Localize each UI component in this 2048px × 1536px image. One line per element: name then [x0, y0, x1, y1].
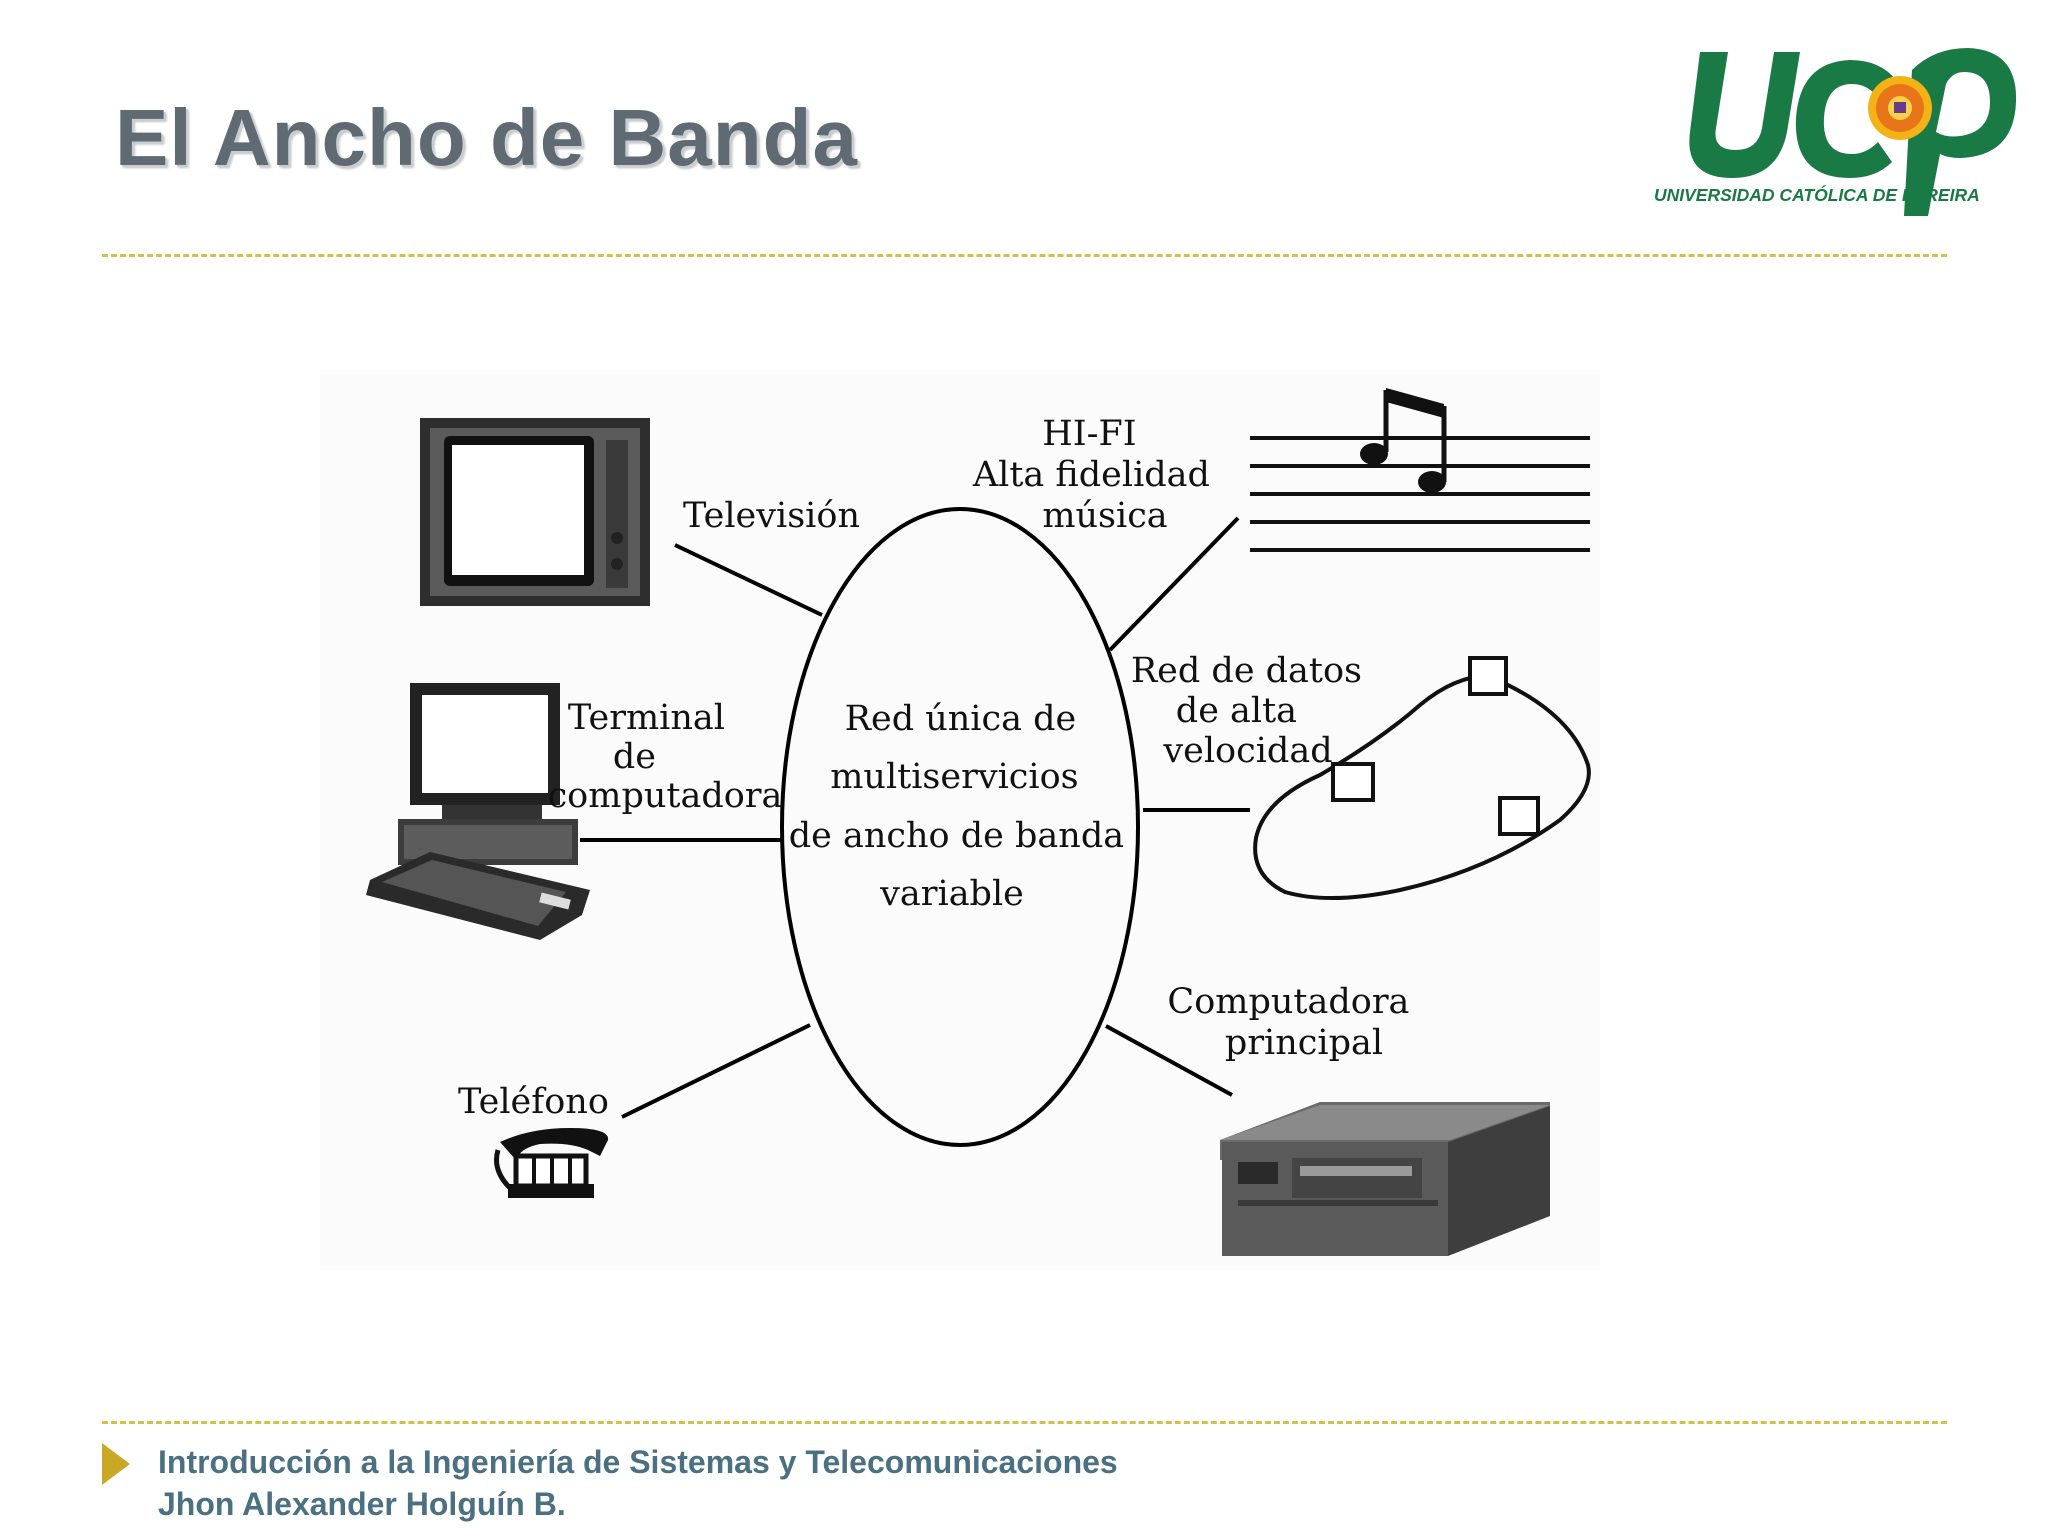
logo-seal: [1868, 76, 1932, 140]
line-television: [674, 543, 823, 617]
central-network-ellipse: [780, 507, 1140, 1147]
computer-terminal-icon: [366, 683, 590, 940]
mainframe-computer-icon: [1220, 1102, 1550, 1256]
label-telefono: Teléfono: [458, 1082, 609, 1122]
bottom-divider: [102, 1421, 1947, 1424]
ucp-logo: UNIVERSIDAD CATÓLICA DE PEREIRA: [1654, 48, 2017, 216]
data-network-icon: [1253, 656, 1591, 901]
top-divider: [102, 254, 1947, 257]
logo-letters: [1689, 48, 2017, 216]
connector-lines: [580, 516, 1250, 1119]
bandwidth-diagram: Televisión Terminal de computadora Teléf…: [320, 370, 1600, 1270]
logo-caption: UNIVERSIDAD CATÓLICA DE PEREIRA: [1654, 184, 1980, 205]
line-principal: [1105, 1024, 1233, 1097]
line-hifi: [1108, 516, 1240, 652]
telephone-icon: [494, 1128, 609, 1198]
label-hifi: HI-FI Alta fidelidad música: [972, 414, 1221, 536]
music-staff-icon: [1250, 388, 1590, 552]
slide-title: El Ancho de Banda: [115, 93, 859, 182]
television-icon: [420, 418, 650, 606]
label-terminal: Terminal de computadora: [548, 698, 783, 816]
footer-course: Introducción a la Ingeniería de Sistemas…: [158, 1444, 1118, 1480]
label-principal: Computadora principal: [1167, 982, 1420, 1063]
label-center: Red única de multiservicios de ancho de …: [789, 699, 1135, 914]
line-telefono: [621, 1023, 811, 1119]
diagram-canvas: Televisión Terminal de computadora Teléf…: [320, 370, 1600, 1270]
footer-arrow-icon: [102, 1443, 130, 1485]
footer: Introducción a la Ingeniería de Sistemas…: [158, 1441, 1118, 1525]
label-television: Televisión: [683, 496, 860, 536]
label-datos: Red de datos de alta velocidad: [1131, 651, 1373, 771]
footer-author: Jhon Alexander Holguín B.: [158, 1486, 566, 1522]
